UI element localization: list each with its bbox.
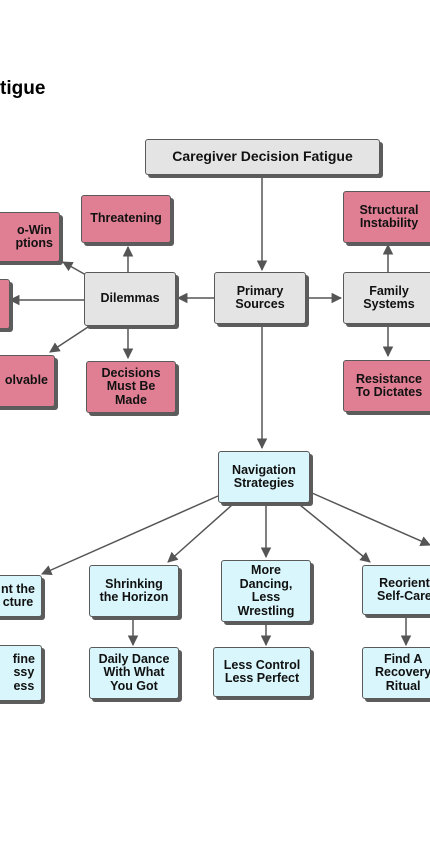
edge-dilemmas-solvable — [49, 326, 89, 353]
node-threatening: Threatening — [81, 195, 171, 243]
edge-dilemmas-nowin — [62, 261, 87, 276]
node-more-dancing-less-wrestling: More Dancing, Less Wrestling — [221, 560, 311, 622]
node-primary-sources: Primary Sources — [214, 272, 306, 324]
node-caregiver-decision-fatigue: Caregiver Decision Fatigue — [145, 139, 380, 175]
node-left-partial — [0, 279, 10, 329]
node-resistance-to-dictates: Resistance To Dictates — [343, 360, 430, 412]
edge-nav-reorient — [299, 504, 371, 563]
node-navigation-strategies: Navigation Strategies — [218, 451, 310, 503]
node-unsolvable: olvable — [0, 355, 55, 407]
node-dilemmas: Dilemmas — [84, 272, 176, 326]
page-title: tigue — [0, 78, 46, 99]
node-find-a-recovery-ritual: Find A Recovery Ritual — [362, 647, 430, 699]
node-daily-dance: Daily Dance With What You Got — [89, 647, 179, 699]
node-redefine-messy-success: fine ssy ess — [0, 645, 42, 701]
edge-nav-right — [311, 492, 430, 546]
node-structural-instability: Structural Instability — [343, 191, 430, 243]
node-accept-the-structure: nt the cture — [0, 575, 42, 617]
edge-nav-accept — [41, 495, 219, 575]
node-family-systems: Family Systems — [343, 272, 430, 324]
node-shrinking-the-horizon: Shrinking the Horizon — [89, 565, 179, 617]
node-no-win-options: o-Win ptions — [0, 212, 60, 262]
node-decisions-must-be-made: Decisions Must Be Made — [86, 361, 176, 413]
node-less-control-less-perfect: Less Control Less Perfect — [213, 647, 311, 697]
node-reorient-self-care: Reorient Self-Care — [362, 565, 430, 615]
edge-nav-shrinking — [167, 504, 233, 563]
